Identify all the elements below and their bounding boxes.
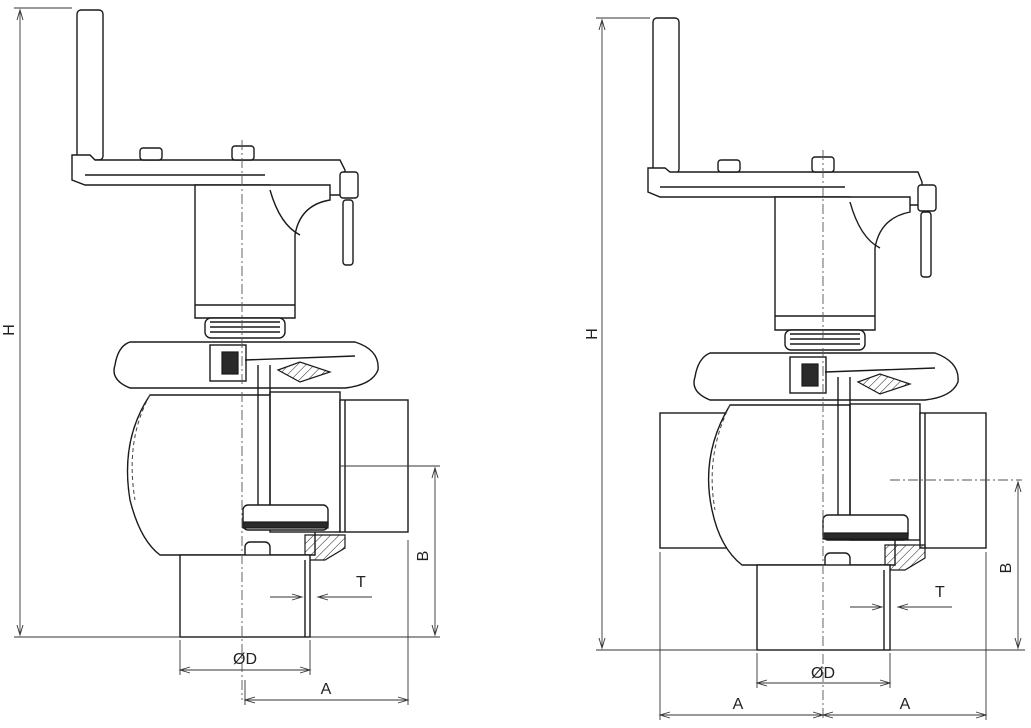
right-diameter-label: ØD: [811, 665, 835, 682]
right-spring: [784, 329, 866, 351]
left-actuator-neck: [194, 184, 331, 319]
left-bonnet-clamp: [113, 341, 379, 389]
right-valve-body: [707, 377, 921, 572]
left-side-outlet: [304, 399, 440, 561]
right-actuator-neck: [774, 196, 911, 331]
right-bonnet-clamp: [693, 352, 959, 401]
right-handle-lever: [647, 17, 937, 278]
left-valve-body: [126, 365, 341, 561]
right-offset-label-left: A: [733, 696, 744, 713]
right-dimensions: [596, 17, 1025, 720]
right-bottom-port: [756, 564, 891, 651]
right-outlet-height-label: B: [998, 563, 1015, 574]
left-height-label: H: [1, 324, 18, 336]
left-offset-label: A: [321, 681, 332, 698]
left-valve-view: H B T ØD A: [1, 7, 440, 705]
left-bottom-port: [179, 554, 311, 638]
left-diameter-label: ØD: [233, 651, 257, 668]
left-wall-thickness-label: T: [356, 574, 366, 591]
right-height-label: H: [584, 328, 601, 340]
right-offset-label-right: A: [900, 696, 911, 713]
right-wall-thickness-label: T: [935, 584, 945, 601]
left-outlet-height-label: B: [415, 551, 432, 562]
left-dimensions: [14, 7, 440, 705]
right-valve-view: H B T ØD A A: [584, 17, 1025, 720]
left-spring: [204, 317, 286, 339]
